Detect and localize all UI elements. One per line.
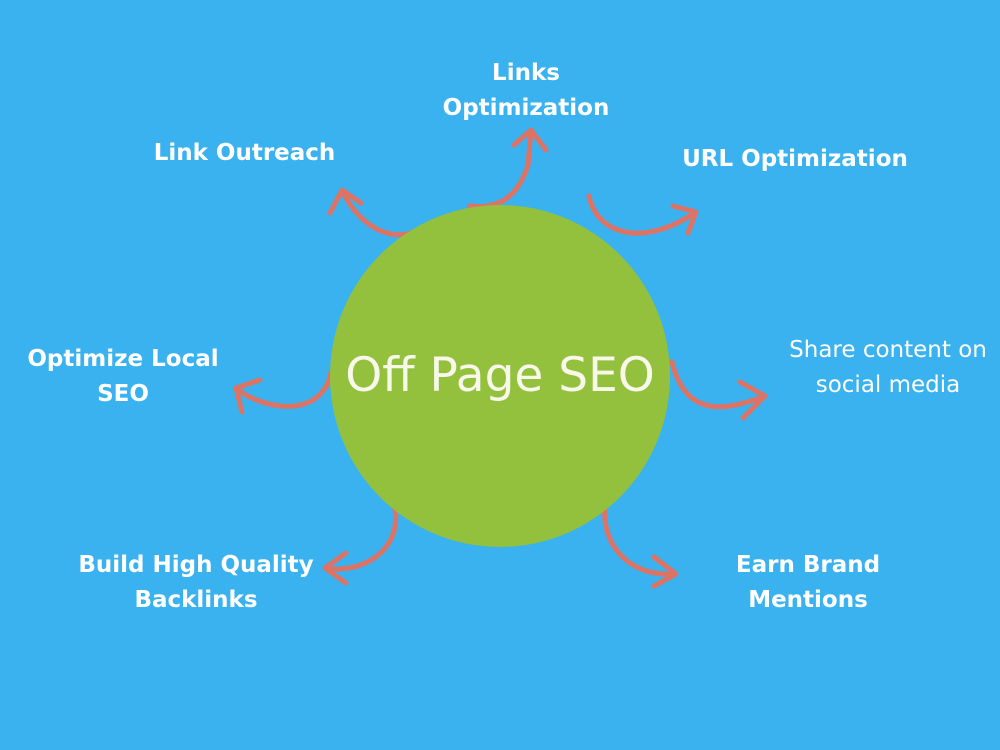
arrow-build-backlinks [322, 495, 399, 586]
node-link-outreach: Link Outreach [153, 140, 336, 166]
node-share-content: Share content on social media [789, 337, 987, 398]
node-links-optimization: Links Optimization [442, 60, 610, 121]
arrow-link-outreach [327, 187, 429, 238]
center-title: Off Page SEO [345, 348, 655, 403]
arrow-url-optimization [586, 193, 699, 236]
node-url-optimization: URL Optimization [682, 146, 908, 172]
arrow-links-optimization [467, 127, 549, 209]
node-optimize-local-seo: Optimize Local SEO [27, 346, 219, 407]
arrow-earn-brand [602, 497, 679, 589]
node-earn-brand-mentions: Earn Brand Mentions [735, 552, 881, 613]
node-build-backlinks: Build High Quality Backlinks [78, 552, 314, 613]
center-circle [330, 205, 670, 547]
arrow-local-seo [233, 369, 334, 415]
arrow-share-content [669, 359, 768, 421]
